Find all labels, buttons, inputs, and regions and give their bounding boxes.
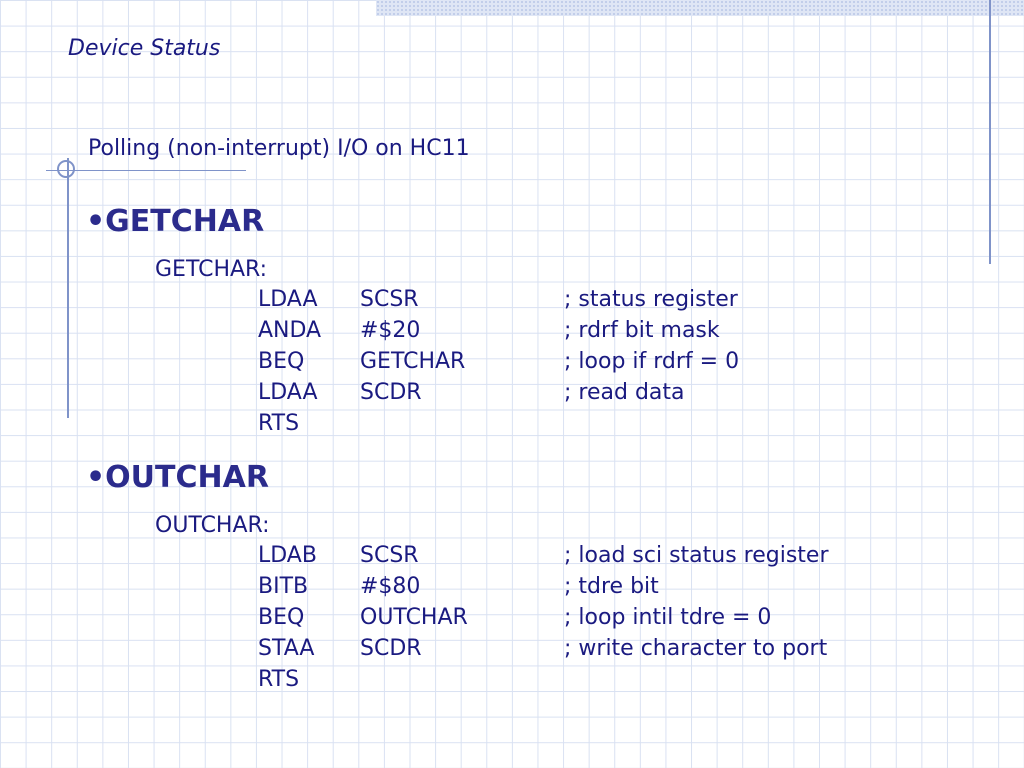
- top-decorative-band: [376, 0, 1024, 16]
- code-opcode: STAA: [258, 636, 315, 661]
- code-comment: ; loop intil tdre = 0: [564, 605, 772, 630]
- title-underline: [46, 170, 246, 171]
- code-opcode: LDAA: [258, 380, 318, 405]
- code-comment: ; rdrf bit mask: [564, 318, 720, 343]
- code-label-outchar: OUTCHAR:: [155, 513, 270, 538]
- code-label-getchar: GETCHAR:: [155, 257, 268, 282]
- code-comment: ; read data: [564, 380, 685, 405]
- slide-subtitle: Polling (non-interrupt) I/O on HC11: [88, 136, 470, 161]
- code-opcode: BEQ: [258, 605, 305, 630]
- code-opcode: LDAA: [258, 287, 318, 312]
- slide-header-title: Device Status: [68, 36, 221, 61]
- code-opcode: LDAB: [258, 543, 317, 568]
- right-accent-line: [989, 0, 991, 264]
- code-operand: GETCHAR: [360, 349, 466, 374]
- code-opcode: RTS: [258, 667, 300, 692]
- code-operand: SCDR: [360, 636, 422, 661]
- code-comment: ; tdre bit: [564, 574, 659, 599]
- code-operand: SCSR: [360, 287, 419, 312]
- ring-ornament-icon: [57, 160, 75, 178]
- code-opcode: BITB: [258, 574, 309, 599]
- code-comment: ; status register: [564, 287, 738, 312]
- section-heading-getchar: •GETCHAR: [86, 204, 265, 239]
- code-opcode: RTS: [258, 411, 300, 436]
- code-comment: ; write character to port: [564, 636, 828, 661]
- code-comment: ; load sci status register: [564, 543, 829, 568]
- code-operand: #$80: [360, 574, 421, 599]
- section-heading-outchar: •OUTCHAR: [86, 460, 269, 495]
- code-opcode: BEQ: [258, 349, 305, 374]
- code-operand: #$20: [360, 318, 421, 343]
- code-opcode: ANDA: [258, 318, 322, 343]
- left-accent-line: [67, 158, 69, 418]
- code-operand: OUTCHAR: [360, 605, 468, 630]
- code-operand: SCDR: [360, 380, 422, 405]
- code-comment: ; loop if rdrf = 0: [564, 349, 740, 374]
- code-operand: SCSR: [360, 543, 419, 568]
